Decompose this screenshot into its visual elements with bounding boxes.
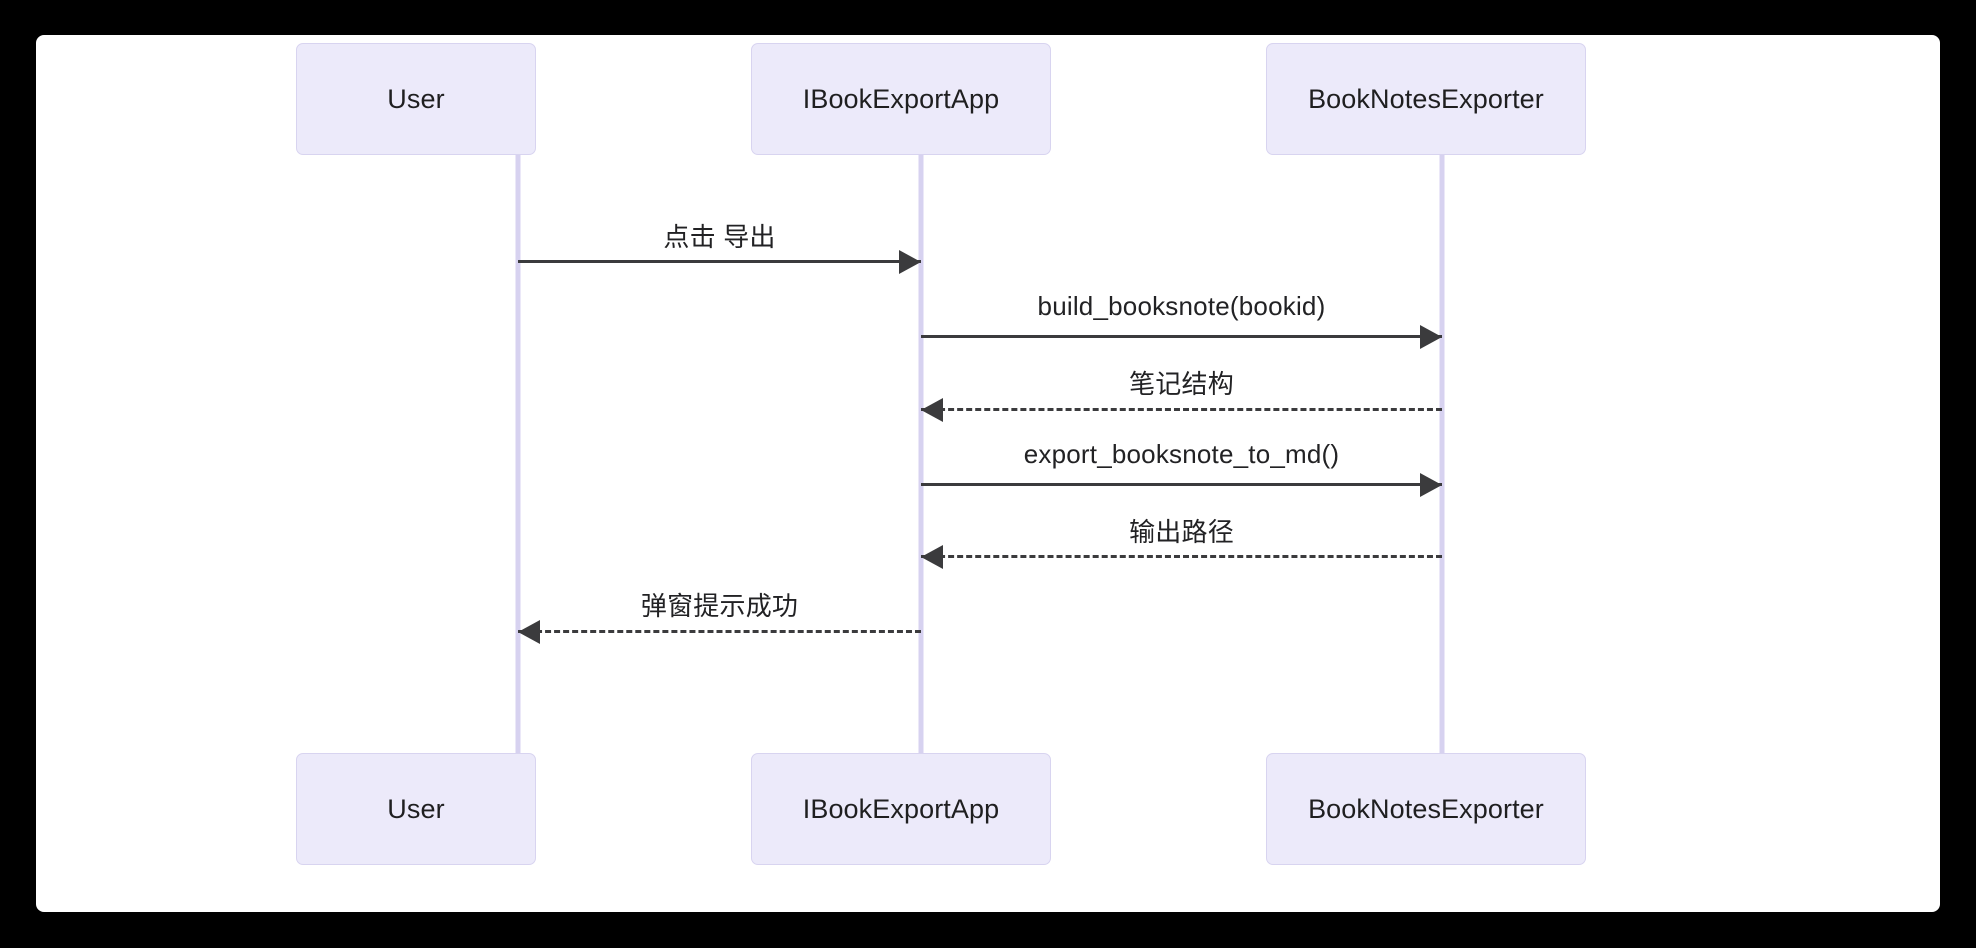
participant-bottom-app[interactable]: IBookExportApp [751,753,1051,865]
participant-top-app[interactable]: IBookExportApp [751,43,1051,155]
participant-label: IBookExportApp [802,83,1000,114]
participant-top-exporter[interactable]: BookNotesExporter [1266,43,1586,155]
message-arrowhead-m5 [921,545,943,569]
message-label-m6: 弹窗提示成功 [640,591,799,621]
message-line-m4 [921,483,1442,486]
participant-bottom-user[interactable]: User [296,753,536,865]
participant-label: BookNotesExporter [1308,83,1544,114]
message-line-m2 [921,335,1442,338]
participant-label: User [387,793,445,824]
message-line-m5 [921,555,1442,558]
message-label-m4: export_booksnote_to_md() [1023,439,1340,469]
message-arrowhead-m2 [1420,325,1442,349]
lifeline-user [515,155,521,765]
participant-label: BookNotesExporter [1308,793,1544,824]
participant-top-user[interactable]: User [296,43,536,155]
message-line-m6 [518,630,921,633]
participant-label: User [387,83,445,114]
lifeline-exporter [1439,155,1445,765]
message-label-m1: 点击 导出 [663,222,776,252]
message-line-m3 [921,408,1442,411]
participant-label: IBookExportApp [802,793,1000,824]
message-arrowhead-m6 [518,620,540,644]
message-line-m1 [518,260,921,263]
lifeline-app [918,155,924,765]
message-label-m2: build_booksnote(bookid) [1037,291,1326,321]
message-arrowhead-m3 [921,398,943,422]
message-arrowhead-m1 [899,250,921,274]
message-label-m5: 输出路径 [1129,517,1234,547]
participant-bottom-exporter[interactable]: BookNotesExporter [1266,753,1586,865]
message-label-m3: 笔记结构 [1129,369,1234,399]
message-arrowhead-m4 [1420,473,1442,497]
